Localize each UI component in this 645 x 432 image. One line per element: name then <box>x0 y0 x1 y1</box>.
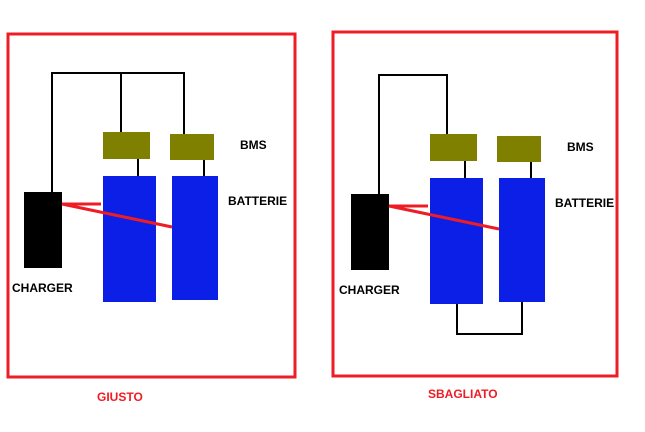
charger-to-bms-wires <box>378 74 448 194</box>
bms-label: BMS <box>240 138 267 152</box>
panel-wrong: BMS BATTERIE CHARGER SBAGLIATO <box>331 30 619 401</box>
panel-frame <box>6 32 297 379</box>
bms-module <box>103 132 150 159</box>
battery-cell <box>499 178 545 302</box>
panel-caption-wrong: SBAGLIATO <box>428 387 498 401</box>
charger-label: CHARGER <box>12 281 73 295</box>
battery-label: BATTERIE <box>555 196 614 210</box>
bms-module <box>430 134 477 161</box>
charge-lines <box>61 202 173 229</box>
battery-cell <box>430 178 483 304</box>
charger-label: CHARGER <box>339 283 400 297</box>
bms-battery-wires <box>137 159 205 176</box>
panel-caption-correct: GIUSTO <box>97 390 143 404</box>
battery-cell <box>172 176 218 300</box>
bms-label: BMS <box>567 140 594 154</box>
charger-to-bms-wires <box>51 72 185 192</box>
battery-label: BATTERIE <box>228 194 287 208</box>
panel-correct: BMS BATTERIE CHARGER GIUSTO <box>6 32 297 404</box>
bms-module <box>497 136 541 162</box>
charger-box <box>351 194 389 270</box>
bms-module <box>170 134 214 160</box>
bms-battery-wires <box>464 161 532 178</box>
charger-box <box>24 192 62 268</box>
bottom-parallel-wire <box>456 302 523 335</box>
panel-frame <box>331 30 619 378</box>
battery-cell <box>103 176 156 302</box>
charge-lines <box>388 204 500 231</box>
